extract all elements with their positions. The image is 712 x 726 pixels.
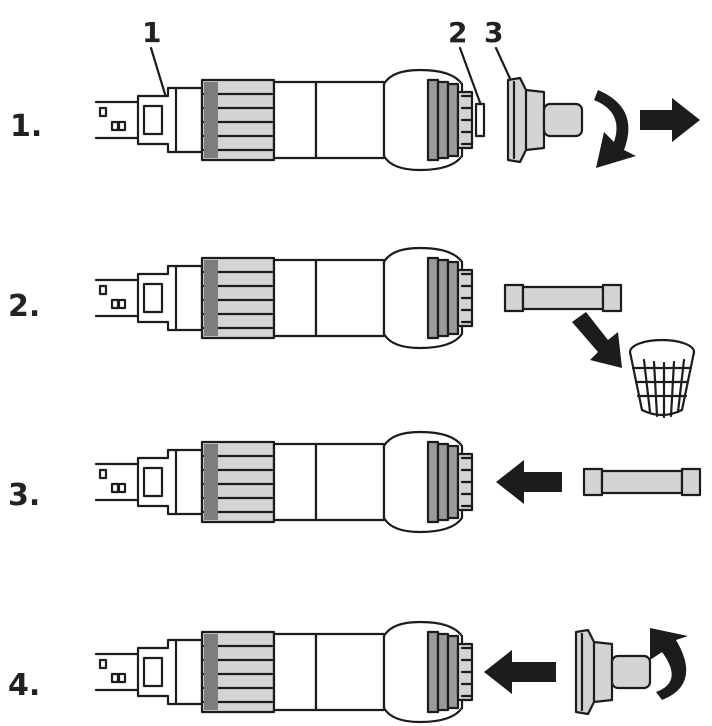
step-1-label: 1.	[10, 109, 42, 144]
callout-2-leader	[458, 46, 484, 110]
step-4: 4.	[8, 620, 688, 724]
step-3-label: 3.	[8, 478, 40, 513]
callout-1-leader	[149, 46, 170, 106]
step-1-fuse-cap	[506, 76, 584, 164]
waste-basket-icon	[628, 338, 696, 419]
callout-3: 3	[484, 16, 503, 49]
step-3-connector	[94, 430, 474, 534]
step-2-fuse	[503, 283, 623, 313]
step-1-fuse-tip	[474, 102, 486, 138]
step-4-fuse-cap	[574, 628, 652, 716]
step-2-down-arrow-icon	[572, 312, 622, 368]
step-2-label: 2.	[8, 289, 40, 324]
step-3-insert-arrow-icon	[496, 460, 562, 504]
step-4-label: 4.	[8, 668, 40, 703]
step-2: 2.	[8, 246, 696, 419]
step-3-fuse	[582, 467, 702, 497]
step-1-pull-arrow-icon	[640, 98, 700, 142]
callout-2: 2	[448, 16, 467, 49]
step-1-connector	[94, 68, 474, 172]
step-3: 3.	[8, 430, 702, 534]
step-4-connector	[94, 620, 474, 724]
step-4-insert-arrow-icon	[484, 650, 556, 694]
callout-1: 1	[142, 16, 161, 49]
step-1-rotate-arrow-icon	[594, 90, 636, 168]
step-4-rotate-arrow-icon	[650, 628, 688, 700]
step-1: 1.	[10, 68, 700, 172]
callout-labels: 1 2 3	[142, 16, 520, 110]
step-2-connector	[94, 246, 474, 350]
